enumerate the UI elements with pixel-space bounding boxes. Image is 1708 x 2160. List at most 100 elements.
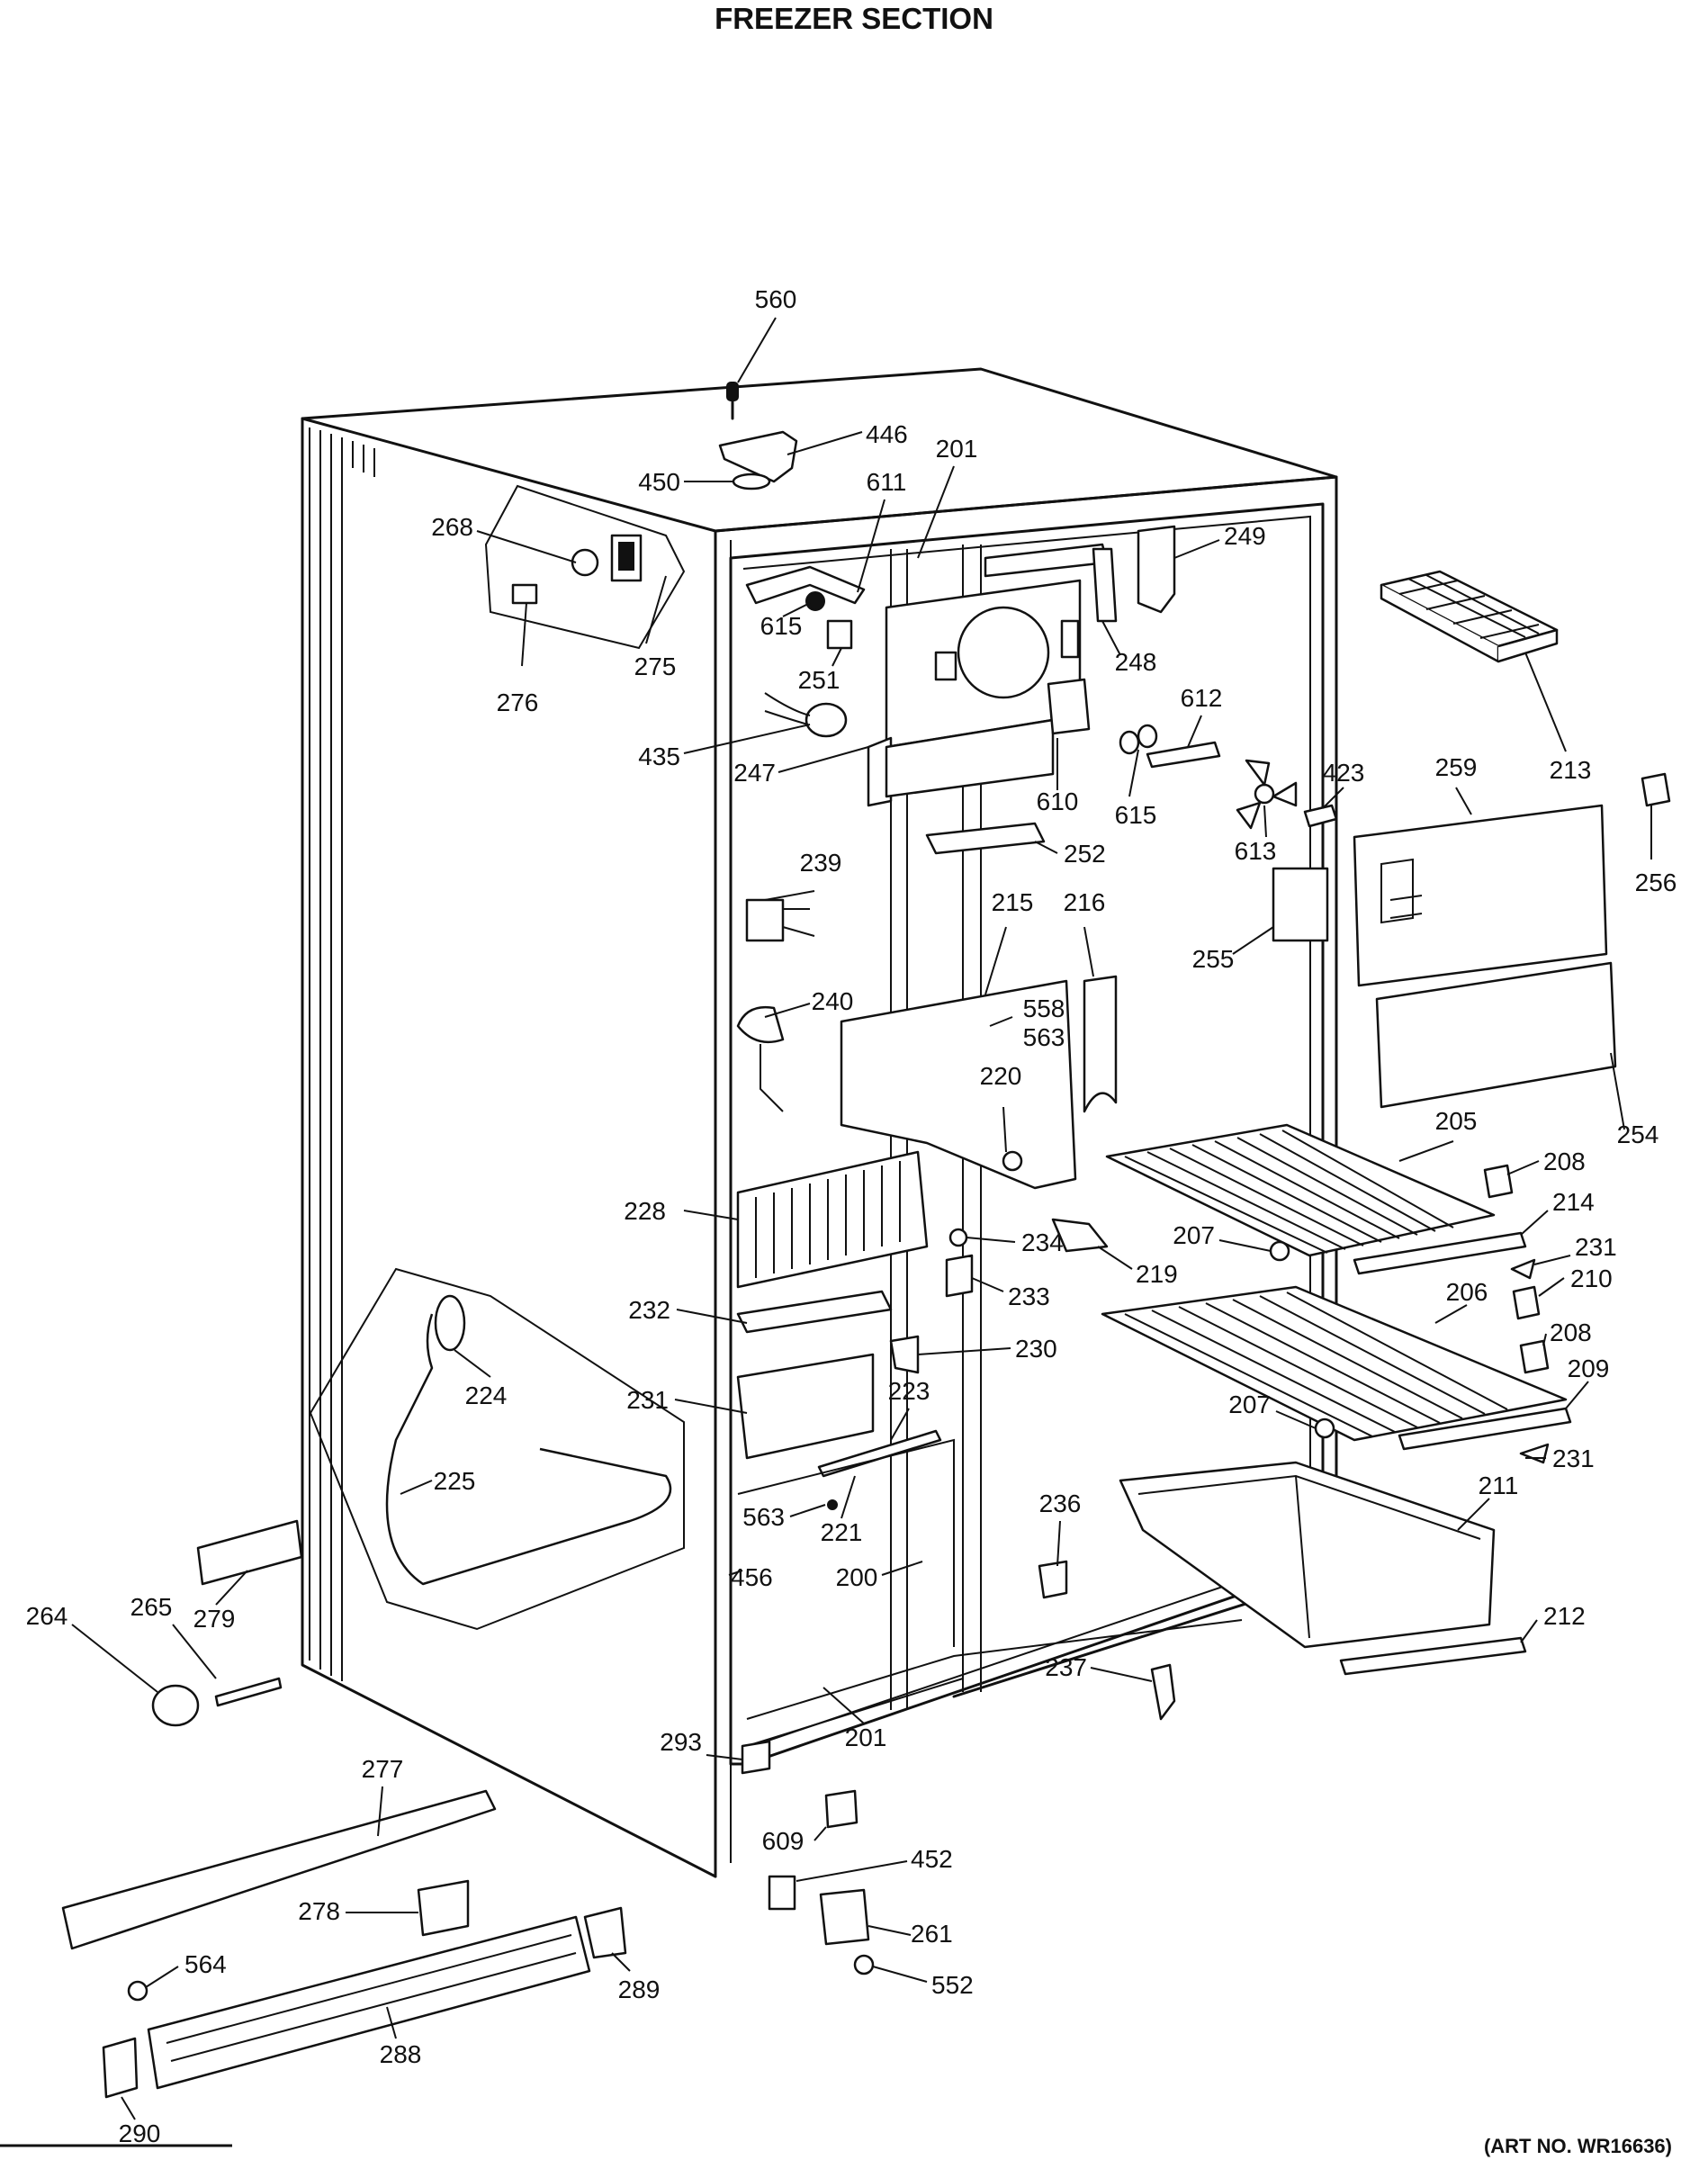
part-208-support-a: [1483, 1164, 1514, 1199]
callout-233: 233: [1008, 1282, 1050, 1310]
part-231-clip-a: [1510, 1258, 1536, 1280]
part-249-bracket: [1137, 525, 1176, 614]
callout-423: 423: [1323, 759, 1365, 787]
callout-435: 435: [638, 742, 680, 770]
part-236-hinge-pin: [1038, 1560, 1068, 1599]
callout-200: 200: [836, 1563, 878, 1591]
callout-612: 612: [1181, 684, 1223, 712]
part-255-label: [1272, 867, 1329, 942]
part-560-screw: [726, 382, 739, 420]
part-237-door-stop: [1150, 1663, 1176, 1721]
callout-240: 240: [812, 987, 854, 1015]
part-230-drain-heater: [889, 1335, 920, 1374]
callout-275: 275: [634, 652, 677, 680]
callout-208-b: 208: [1550, 1318, 1592, 1346]
part-289-end-cap: [583, 1906, 627, 1959]
callout-231-a: 231: [1575, 1233, 1617, 1261]
part-239-timer: [745, 898, 815, 942]
part-290-end-cap: [102, 2037, 139, 2099]
part-552-screw: [853, 1954, 875, 1976]
part-611-bracket: [745, 565, 866, 605]
part-256-clip: [1641, 772, 1671, 807]
part-277-toe-grille-rail: [61, 1789, 497, 1950]
callout-219: 219: [1136, 1260, 1178, 1288]
part-213-ice-cube-tray: [1380, 570, 1559, 663]
callout-290: 290: [119, 2120, 161, 2147]
callout-205: 205: [1435, 1107, 1478, 1135]
part-563-screw: [827, 1499, 838, 1510]
callout-558: 558: [1023, 994, 1065, 1022]
callout-223: 223: [888, 1377, 930, 1405]
callout-212: 212: [1543, 1602, 1586, 1630]
callout-256: 256: [1635, 868, 1677, 896]
callout-236: 236: [1039, 1490, 1082, 1517]
callout-560: 560: [755, 285, 797, 313]
callout-564: 564: [184, 1950, 227, 1978]
callout-221: 221: [821, 1518, 863, 1546]
part-212-basket-trim: [1339, 1636, 1527, 1676]
part-452-shim: [768, 1875, 796, 1911]
part-610-fan-motor: [1047, 678, 1091, 735]
callout-201-bottom: 201: [845, 1724, 887, 1751]
callout-446: 446: [866, 420, 908, 448]
callout-615-b: 615: [1115, 801, 1157, 829]
callout-239: 239: [800, 849, 842, 877]
callout-563-a: 563: [1023, 1023, 1065, 1051]
part-233-bracket: [945, 1254, 974, 1298]
part-259-door-shelf: [1353, 804, 1608, 987]
part-615-lamp: [805, 591, 825, 611]
callout-255: 255: [1192, 945, 1235, 973]
part-251-socket: [826, 619, 853, 650]
callout-293: 293: [660, 1728, 702, 1756]
part-254-door-shelf-front: [1375, 961, 1617, 1109]
callout-labels: 560 446 450 611 201 268 249 615 251 248 …: [26, 285, 1677, 2147]
part-446-top-hinge: [718, 430, 798, 483]
part-208-support-b: [1519, 1339, 1550, 1374]
part-612-bracket: [1146, 741, 1221, 769]
callout-289: 289: [618, 1976, 661, 2003]
callout-225: 225: [434, 1467, 476, 1495]
callout-261: 261: [911, 1920, 953, 1948]
part-564-screw: [127, 1980, 148, 2002]
callout-215: 215: [992, 888, 1034, 916]
part-231-clip-b: [1519, 1443, 1550, 1464]
callout-213: 213: [1550, 756, 1592, 784]
part-207-roller-a: [1269, 1240, 1290, 1262]
callout-231-c: 231: [1552, 1444, 1595, 1472]
callout-206: 206: [1446, 1278, 1488, 1306]
part-209-shelf-trim: [1398, 1407, 1572, 1451]
part-264-roller: [151, 1684, 200, 1727]
callout-456: 456: [731, 1563, 773, 1591]
part-210-support: [1512, 1285, 1541, 1320]
callout-247: 247: [733, 759, 776, 787]
callout-264: 264: [26, 1602, 68, 1630]
callout-214: 214: [1552, 1188, 1595, 1216]
callout-207-a: 207: [1173, 1221, 1215, 1249]
part-234-clip: [948, 1228, 968, 1247]
part-450-shim: [732, 472, 771, 490]
part-288-toe-grille: [147, 1915, 591, 2090]
callout-211: 211: [1479, 1472, 1519, 1499]
art-number: (ART NO. WR16636): [1484, 2135, 1672, 2157]
callout-201-top: 201: [936, 435, 978, 463]
callout-230: 230: [1015, 1335, 1057, 1363]
callout-259: 259: [1435, 753, 1478, 781]
part-268-275-276-switch-group: [484, 484, 686, 650]
callout-268: 268: [431, 513, 473, 541]
part-279-rail: [196, 1519, 303, 1586]
part-219-thermostat: [1051, 1218, 1109, 1253]
part-293-block: [741, 1740, 771, 1775]
callout-279: 279: [193, 1605, 236, 1633]
callout-615-a: 615: [760, 612, 803, 640]
callout-613: 613: [1235, 837, 1277, 865]
callout-208-a: 208: [1543, 1148, 1586, 1175]
part-240-heater-cord: [736, 1005, 785, 1112]
part-613-fan-blade: [1236, 759, 1298, 830]
page-title: FREEZER SECTION: [715, 2, 993, 35]
callout-278: 278: [298, 1897, 340, 1925]
callout-234: 234: [1021, 1228, 1064, 1256]
callout-288: 288: [380, 2040, 422, 2068]
part-435-lamp-socket: [764, 692, 848, 738]
part-207-roller-b: [1314, 1418, 1335, 1439]
